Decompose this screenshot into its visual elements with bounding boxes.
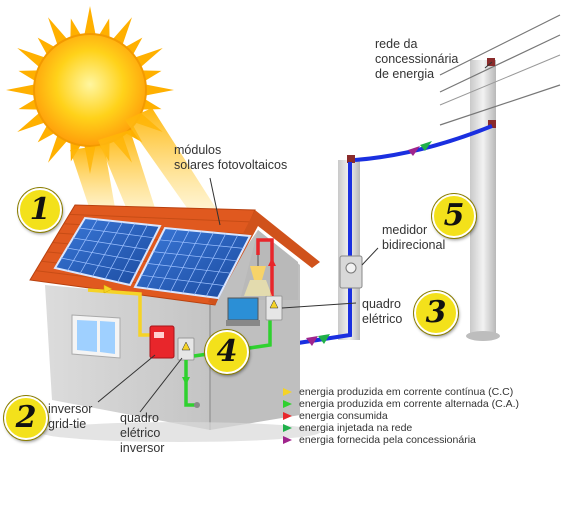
computer (226, 297, 260, 326)
badge-4: 4 (205, 330, 249, 374)
label-utility-grid: rede da concessionária de energia (375, 37, 459, 81)
badge-1: 1 (18, 188, 62, 232)
legend-text: energia produzida em corrente contínua (… (299, 386, 514, 398)
legend-text: energia injetada na rede (299, 422, 413, 434)
label-bidirectional-meter: medidor bidirecional (382, 223, 446, 252)
solar-panels (53, 216, 252, 300)
legend-item-ac: energia produzida em corrente alternada … (283, 398, 519, 410)
legend: energia produzida em corrente contínua (… (283, 386, 519, 446)
legend-arrow-icon (283, 436, 292, 444)
legend-text: energia produzida em corrente alternada … (299, 398, 520, 410)
dc-wire (87, 284, 150, 337)
legend-arrow-icon (283, 424, 292, 432)
label-electrical-panel: quadro elétrico (362, 297, 403, 326)
consumed-wire (256, 238, 276, 296)
legend-item-dc: energia produzida em corrente contínua (… (283, 386, 519, 398)
legend-text: energia fornecida pela concessionária (299, 434, 476, 446)
main-panel-box (265, 295, 283, 321)
lamp (244, 255, 272, 296)
label-grid-tie-inverter: inversor grid-tie (48, 402, 93, 431)
label-inverter-panel: quadro elétrico inversor (120, 411, 165, 455)
bidirectional-meter (339, 255, 363, 289)
badge-5: 5 (432, 194, 476, 238)
legend-item-consumed: energia consumida (283, 410, 519, 422)
utility-pole (439, 14, 561, 341)
legend-arrow-icon (283, 400, 292, 408)
legend-text: energia consumida (299, 410, 388, 422)
badge-3: 3 (414, 291, 458, 335)
label-solar-modules: módulos solares fotovoltaicos (174, 143, 288, 172)
legend-item-injected: energia injetada na rede (283, 422, 519, 434)
legend-arrow-icon (283, 412, 292, 420)
legend-item-supplied: energia fornecida pela concessionária (283, 434, 519, 446)
inverter-panel-box (177, 337, 195, 361)
legend-arrow-icon (283, 388, 292, 396)
badge-2: 2 (4, 396, 48, 440)
grid-wire (284, 124, 493, 347)
inverter-box (149, 325, 175, 359)
house-window (71, 314, 121, 359)
pointer-lines (97, 61, 493, 413)
